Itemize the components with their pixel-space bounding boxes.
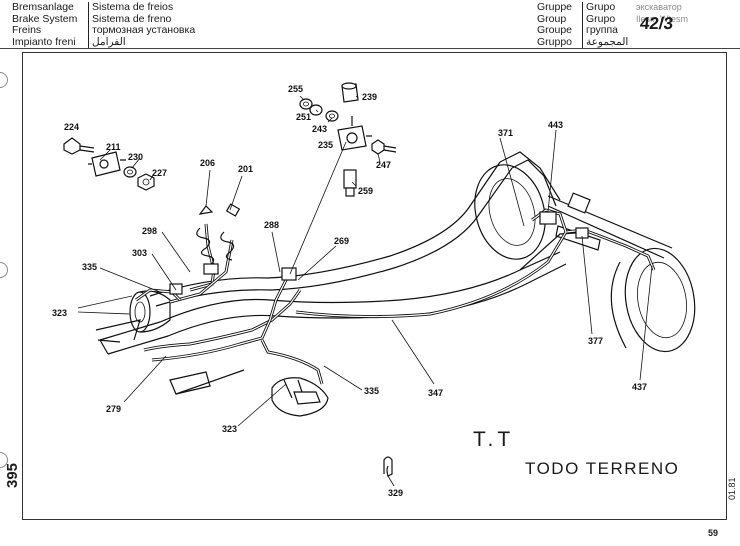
header-label: Impianto freni xyxy=(12,35,76,48)
bolt-247 xyxy=(371,139,397,155)
diagram-frame xyxy=(22,52,727,520)
header-label: Brake System xyxy=(12,12,78,25)
seal-255 xyxy=(299,98,313,110)
cap-239 xyxy=(341,82,359,103)
header-label: экскаватор xyxy=(636,2,682,12)
callout-323-upper: 323 xyxy=(52,308,67,318)
leader-lines xyxy=(77,95,653,487)
callout-329: 329 xyxy=(388,488,403,498)
callout-279: 279 xyxy=(106,404,121,414)
callout-255: 255 xyxy=(288,84,303,94)
front-caliper-lower xyxy=(271,377,329,417)
header-faded-labels: экскаватор Ilesm Wtesm xyxy=(636,2,716,25)
chassis-frame xyxy=(95,151,591,395)
tt-annotation: T.T xyxy=(473,428,515,451)
callout-298: 298 xyxy=(142,226,157,236)
callout-235: 235 xyxy=(318,140,333,150)
callout-227: 227 xyxy=(152,168,167,178)
callout-303: 303 xyxy=(132,248,147,258)
callout-239: 239 xyxy=(362,92,377,102)
header-label: المجموعة xyxy=(586,35,629,48)
callout-288: 288 xyxy=(264,220,279,230)
callout-224: 224 xyxy=(64,122,79,132)
header-label: Ilesm Wtesm xyxy=(636,13,689,24)
switch-259 xyxy=(343,169,357,197)
header-labels-de-en-fr-it: Bremsanlage Brake System Freins Impianto… xyxy=(12,1,90,48)
header-label: Gruppo xyxy=(537,35,573,48)
header-label: Grupo xyxy=(586,12,616,25)
header-divider xyxy=(88,2,89,48)
clip-329 xyxy=(383,456,393,477)
header-label: الفرامل xyxy=(92,35,126,48)
callout-347: 347 xyxy=(428,388,443,398)
valve-235 xyxy=(337,116,372,151)
callout-371: 371 xyxy=(498,128,513,138)
callout-211: 211 xyxy=(106,142,121,152)
callout-335-lower: 335 xyxy=(364,386,379,396)
bolt-224 xyxy=(63,137,95,155)
header-label: Grupo xyxy=(586,1,616,13)
header-group-labels-b: Grupo Grupo группа المجموعة xyxy=(586,1,646,48)
bottom-number: 59 xyxy=(708,528,719,538)
header-group-labels-a: Gruppe Group Groupe Gruppo xyxy=(537,1,581,48)
rear-wheel-outer xyxy=(610,247,696,353)
callout-323-lower: 323 xyxy=(222,424,237,434)
header-label: Sistema de freno xyxy=(92,12,172,25)
header-label: Group xyxy=(537,12,567,25)
callout-377: 377 xyxy=(588,336,603,346)
callout-269: 269 xyxy=(334,236,349,246)
header-label: Freins xyxy=(12,24,42,36)
header-label: Sistema de freios xyxy=(92,1,174,13)
header-rule xyxy=(0,48,740,49)
header-labels-pt-es-ru-ar: Sistema de freios Sistema de freno тормо… xyxy=(92,1,242,48)
header-divider xyxy=(582,2,583,48)
callout-259: 259 xyxy=(358,186,373,196)
junction-blocks xyxy=(169,211,589,295)
front-hub-left xyxy=(129,290,171,333)
callout-201: 201 xyxy=(238,164,253,174)
callouts: 224 211 230 227 206 201 255 239 251 243 … xyxy=(52,84,647,498)
hose-coils xyxy=(196,203,241,267)
nut-227 xyxy=(137,173,155,191)
callout-437: 437 xyxy=(632,382,647,392)
callout-335-upper: 335 xyxy=(82,262,97,272)
header-label: тормозная установка xyxy=(92,24,196,36)
header-label: Groupe xyxy=(537,24,573,36)
todo-terreno-annotation: TODO TERRENO xyxy=(525,459,680,478)
callout-443: 443 xyxy=(548,120,563,130)
header-label: группа xyxy=(586,24,619,36)
tee-211 xyxy=(88,151,126,177)
header-label: Bremsanlage xyxy=(12,1,74,13)
callout-230: 230 xyxy=(128,152,143,162)
callout-206: 206 xyxy=(200,158,215,168)
washer-230 xyxy=(123,166,137,178)
callout-243: 243 xyxy=(312,124,327,134)
callout-251: 251 xyxy=(296,112,311,122)
header-label: Gruppe xyxy=(537,1,573,13)
seal-243 xyxy=(325,110,339,122)
callout-247: 247 xyxy=(376,160,391,170)
